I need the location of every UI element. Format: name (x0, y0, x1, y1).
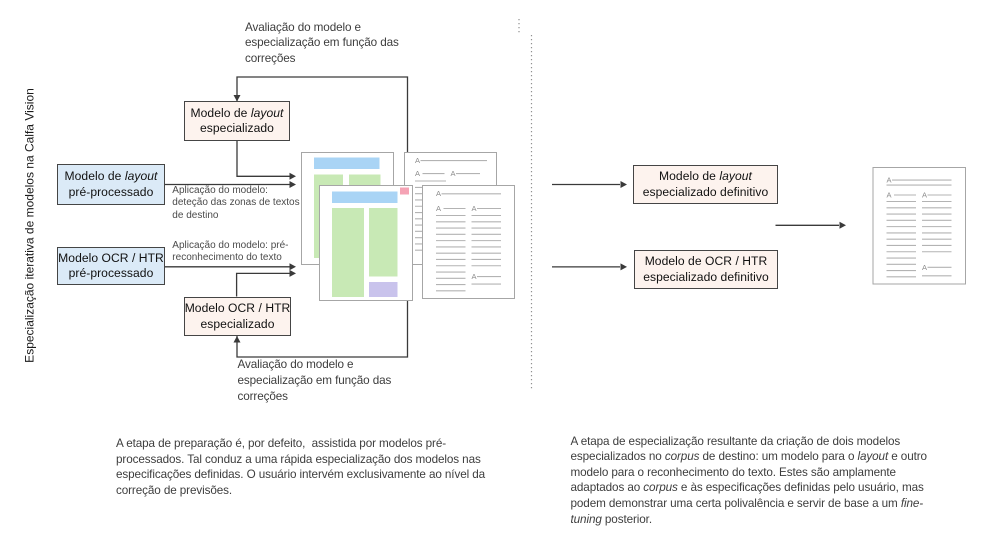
svg-text:A: A (436, 204, 441, 213)
svg-text:A: A (922, 263, 927, 272)
svg-text:A: A (887, 175, 892, 184)
svg-text:A: A (887, 191, 892, 200)
svg-text:A: A (472, 272, 477, 281)
svg-text:A: A (451, 169, 456, 178)
svg-text:A: A (415, 169, 420, 178)
svg-text:A: A (922, 191, 927, 200)
svg-text:A: A (415, 156, 420, 165)
svg-text:A: A (436, 189, 441, 198)
svg-text:A: A (472, 204, 477, 213)
